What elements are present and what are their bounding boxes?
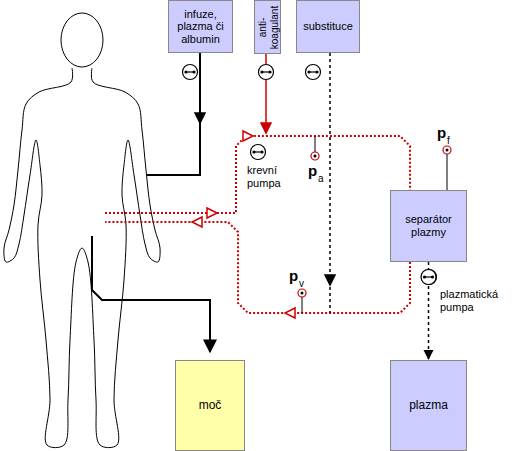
pressure-subscript: a xyxy=(318,174,324,184)
arterial-blood-line xyxy=(105,136,410,213)
output-box: moč xyxy=(175,360,245,451)
pump-symbol xyxy=(259,65,274,80)
input-box: anti- koagulant xyxy=(254,0,281,54)
node-label: substituce xyxy=(299,20,357,33)
flow-arrowhead xyxy=(261,123,271,133)
pressure-gauge xyxy=(298,289,306,313)
node-label: plazma xyxy=(393,399,464,413)
pressure-gauge xyxy=(443,146,451,190)
input-box: infuze, plazma či albumin xyxy=(168,0,233,53)
pressure-symbol: p xyxy=(289,268,298,283)
flow-arrowhead xyxy=(195,113,205,123)
pressure-symbol: p xyxy=(308,163,317,178)
pressure-gauge xyxy=(311,136,319,160)
flow-arrowhead xyxy=(207,208,217,218)
node-label: separátor plazmy xyxy=(393,213,464,238)
input-box: substituce xyxy=(296,0,360,53)
pump-symbol xyxy=(183,65,198,80)
pressure-subscript: f xyxy=(447,136,450,146)
human-silhouette xyxy=(4,68,160,448)
pump-symbol xyxy=(422,270,437,285)
substitution-line xyxy=(329,53,331,313)
pump-symbol xyxy=(421,270,436,285)
pump-label: plazmatická pumpa xyxy=(440,288,520,313)
infusion-line xyxy=(147,53,200,175)
human-head xyxy=(61,13,103,67)
node-label: anti- koagulant xyxy=(256,2,279,52)
pressure-subscript: v xyxy=(299,279,304,289)
pressure-symbol: p xyxy=(437,125,446,140)
flow-arrowhead xyxy=(325,275,335,285)
flow-arrowhead xyxy=(285,308,295,318)
pump-symbol xyxy=(251,145,266,160)
node-label: infuze, plazma či albumin xyxy=(171,8,230,46)
output-box: plazma xyxy=(390,360,467,451)
separator-box: separátor plazmy xyxy=(390,190,467,262)
urine-line xyxy=(92,236,210,352)
node-label: moč xyxy=(178,399,242,413)
pump-label: krevní pumpa xyxy=(247,164,287,189)
pump-symbol xyxy=(306,65,321,80)
flow-arrowhead xyxy=(243,131,253,141)
flow-arrowhead xyxy=(192,217,202,227)
